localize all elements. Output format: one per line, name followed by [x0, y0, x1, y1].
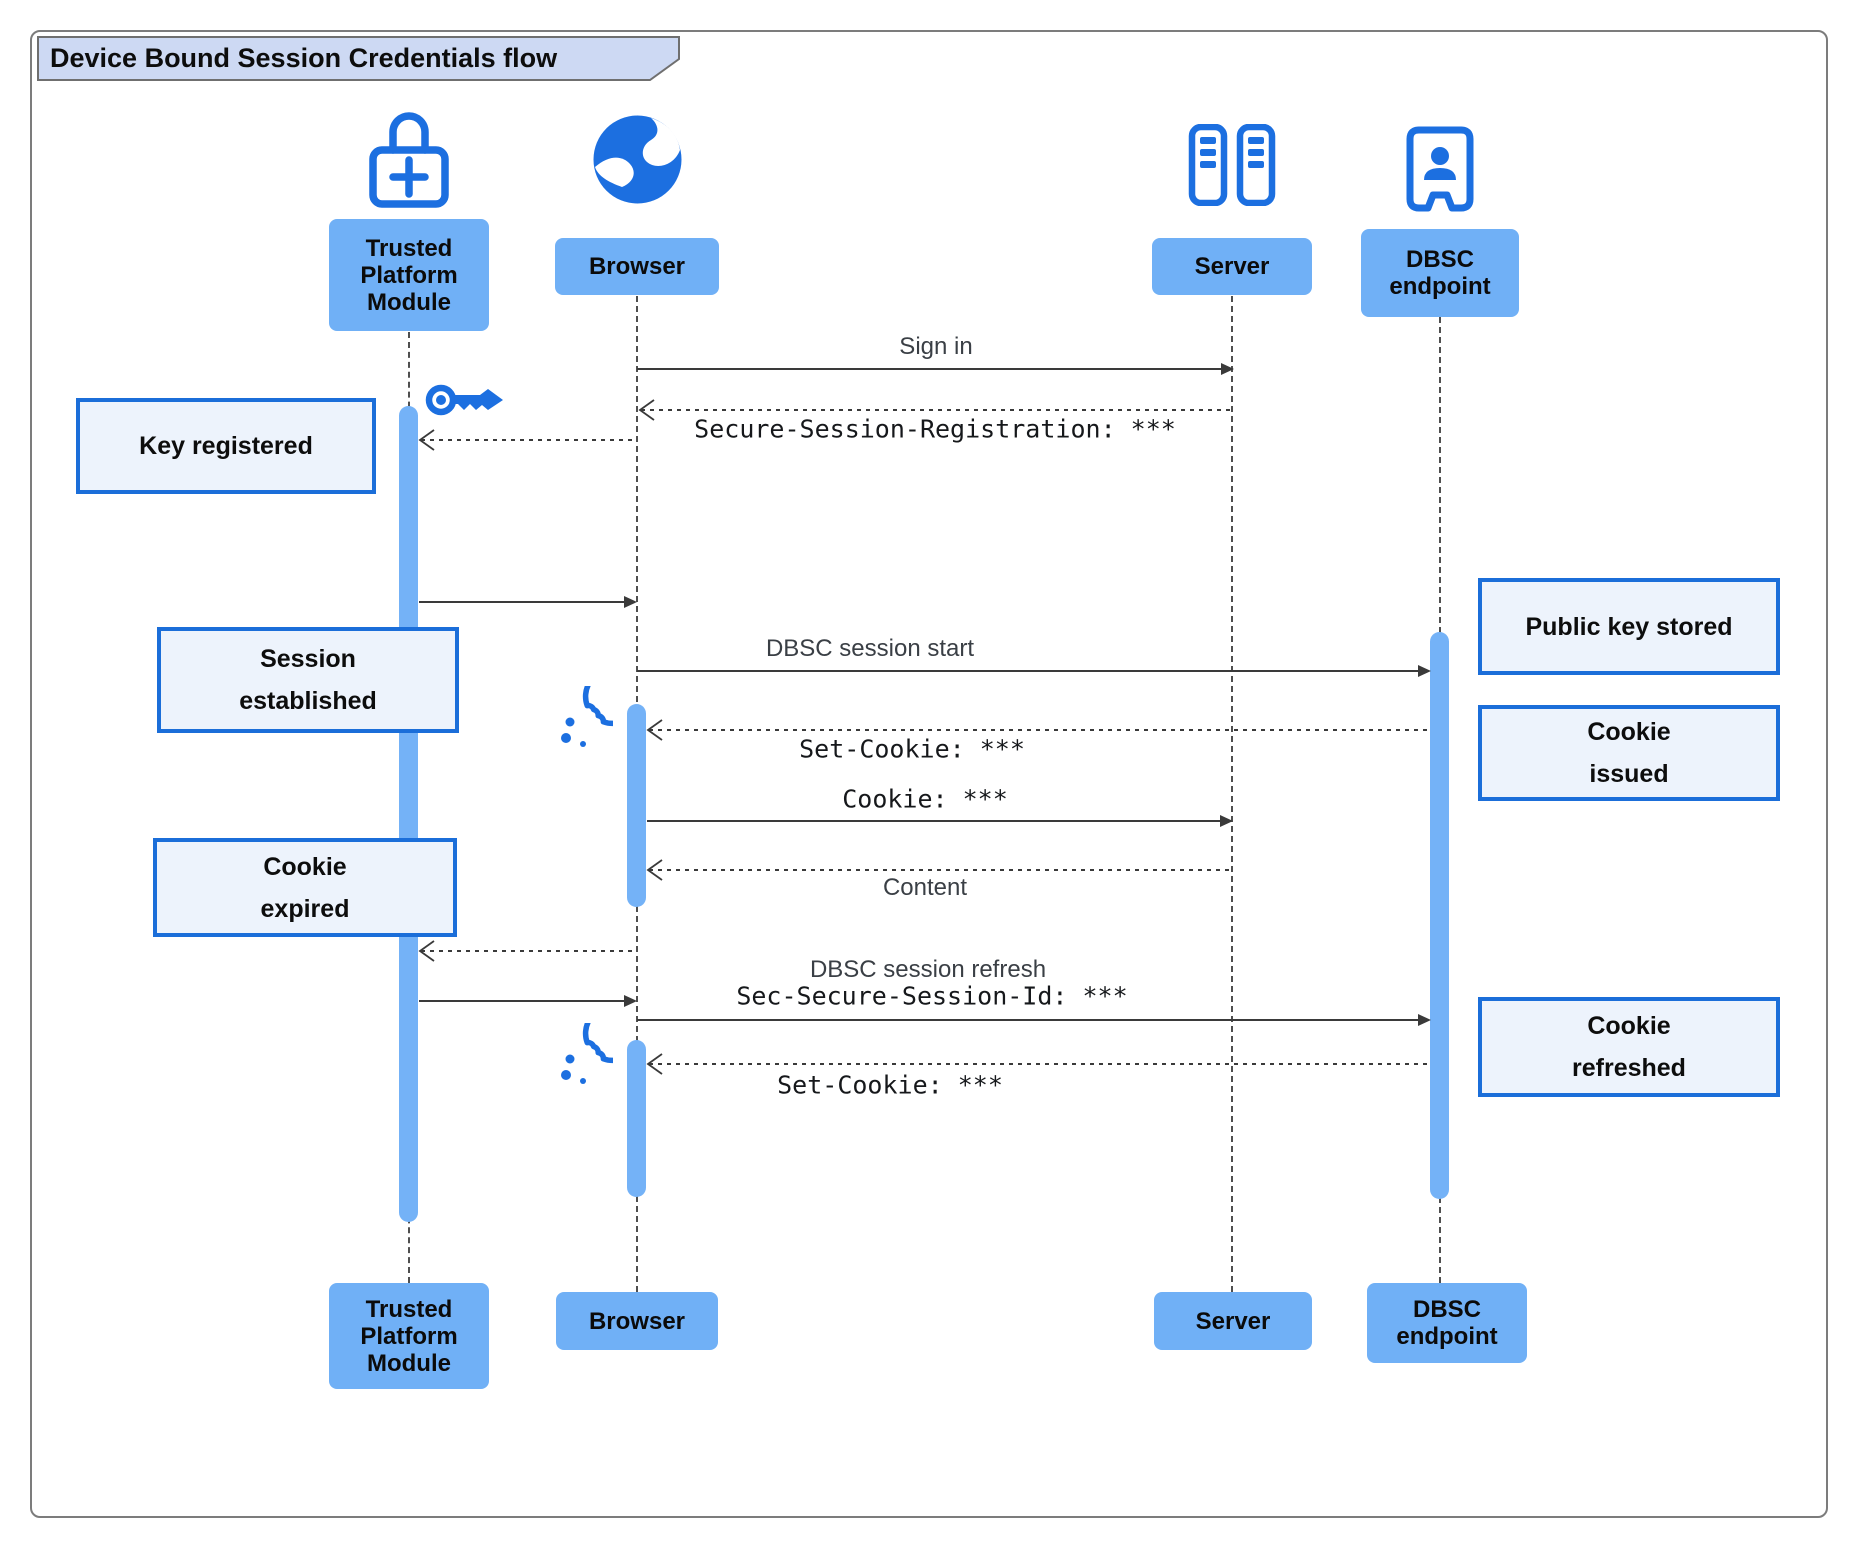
participant-top-tpm: Trusted Platform Module — [329, 219, 489, 331]
arrow-dbsc-session-start — [637, 665, 1431, 677]
participant-bottom-dbsc: DBSC endpoint — [1367, 1283, 1527, 1363]
cookie-icon — [561, 686, 613, 747]
open-arrowhead-icon — [638, 399, 655, 421]
note-key-registered: Key registered — [76, 398, 376, 494]
arrow-browser-to-tpm-2 — [418, 940, 637, 962]
open-arrowhead-icon — [646, 859, 663, 881]
arrowhead-icon — [624, 995, 637, 1007]
arrow-content — [646, 859, 1231, 881]
message-label-set-cookie-1: Set-Cookie: *** — [799, 734, 1025, 764]
activation-dbsc — [1430, 632, 1449, 1199]
arrow-secure-session-registration — [638, 399, 1232, 421]
message-label-content: Content — [882, 874, 968, 901]
message-label-set-cookie-2: Set-Cookie: *** — [777, 1070, 1003, 1100]
activation-tpm — [399, 406, 418, 1222]
message-label-dbsc-session-start: DBSC session start — [765, 635, 975, 662]
message-label-cookie: Cookie: *** — [842, 784, 1008, 814]
participant-bottom-browser: Browser — [556, 1292, 718, 1350]
participant-bottom-tpm: Trusted Platform Module — [329, 1283, 489, 1389]
note-cookie-issued: Cookie issued — [1478, 705, 1780, 801]
arrow-sign-in — [637, 363, 1234, 375]
participant-top-dbsc: DBSC endpoint — [1361, 229, 1519, 317]
badge-person-icon — [1406, 126, 1474, 212]
note-cookie-expired: Cookie expired — [153, 838, 457, 937]
message-label-sec-secure-session-id: Sec-Secure-Session-Id: *** — [736, 981, 1128, 1011]
activation-browser-1 — [627, 704, 646, 907]
arrowhead-icon — [1418, 1014, 1431, 1026]
message-label-dbsc-session-refresh: DBSC session refresh — [809, 956, 1047, 983]
arrowhead-icon — [1418, 665, 1431, 677]
arrowhead-icon — [624, 596, 637, 608]
globe-icon — [593, 115, 682, 204]
message-label-sign-in: Sign in — [899, 333, 973, 360]
arrowhead-icon — [1220, 815, 1233, 827]
lock-plus-icon — [369, 112, 449, 208]
arrow-set-cookie-1 — [646, 719, 1431, 741]
note-cookie-refreshed: Cookie refreshed — [1478, 997, 1780, 1097]
open-arrowhead-icon — [418, 429, 435, 451]
arrow-cookie — [647, 815, 1233, 827]
arrow-set-cookie-2 — [646, 1053, 1431, 1075]
arrow-browser-to-tpm-1 — [418, 429, 637, 451]
note-public-key-stored: Public key stored — [1478, 578, 1780, 675]
arrow-dbsc-session-refresh — [637, 1014, 1431, 1026]
diagram-title: Device Bound Session Credentials flow — [50, 43, 558, 73]
arrow-tpm-to-browser-1 — [419, 596, 637, 608]
title-tab — [37, 36, 680, 81]
participant-top-server: Server — [1152, 238, 1312, 295]
open-arrowhead-icon — [646, 719, 663, 741]
arrowhead-icon — [1221, 363, 1234, 375]
open-arrowhead-icon — [646, 1053, 663, 1075]
open-arrowhead-icon — [418, 940, 435, 962]
participant-bottom-server: Server — [1154, 1292, 1312, 1350]
note-session-established: Session established — [157, 627, 459, 733]
participant-top-browser: Browser — [555, 238, 719, 295]
server-rack-icon — [1188, 124, 1276, 206]
message-label-secure-session-registration: Secure-Session-Registration: *** — [694, 414, 1176, 444]
cookie-icon — [561, 1023, 613, 1084]
key-icon — [425, 384, 503, 416]
arrow-tpm-to-browser-2 — [419, 995, 637, 1007]
lifeline-server — [1231, 296, 1233, 1292]
activation-browser-2 — [627, 1040, 646, 1197]
